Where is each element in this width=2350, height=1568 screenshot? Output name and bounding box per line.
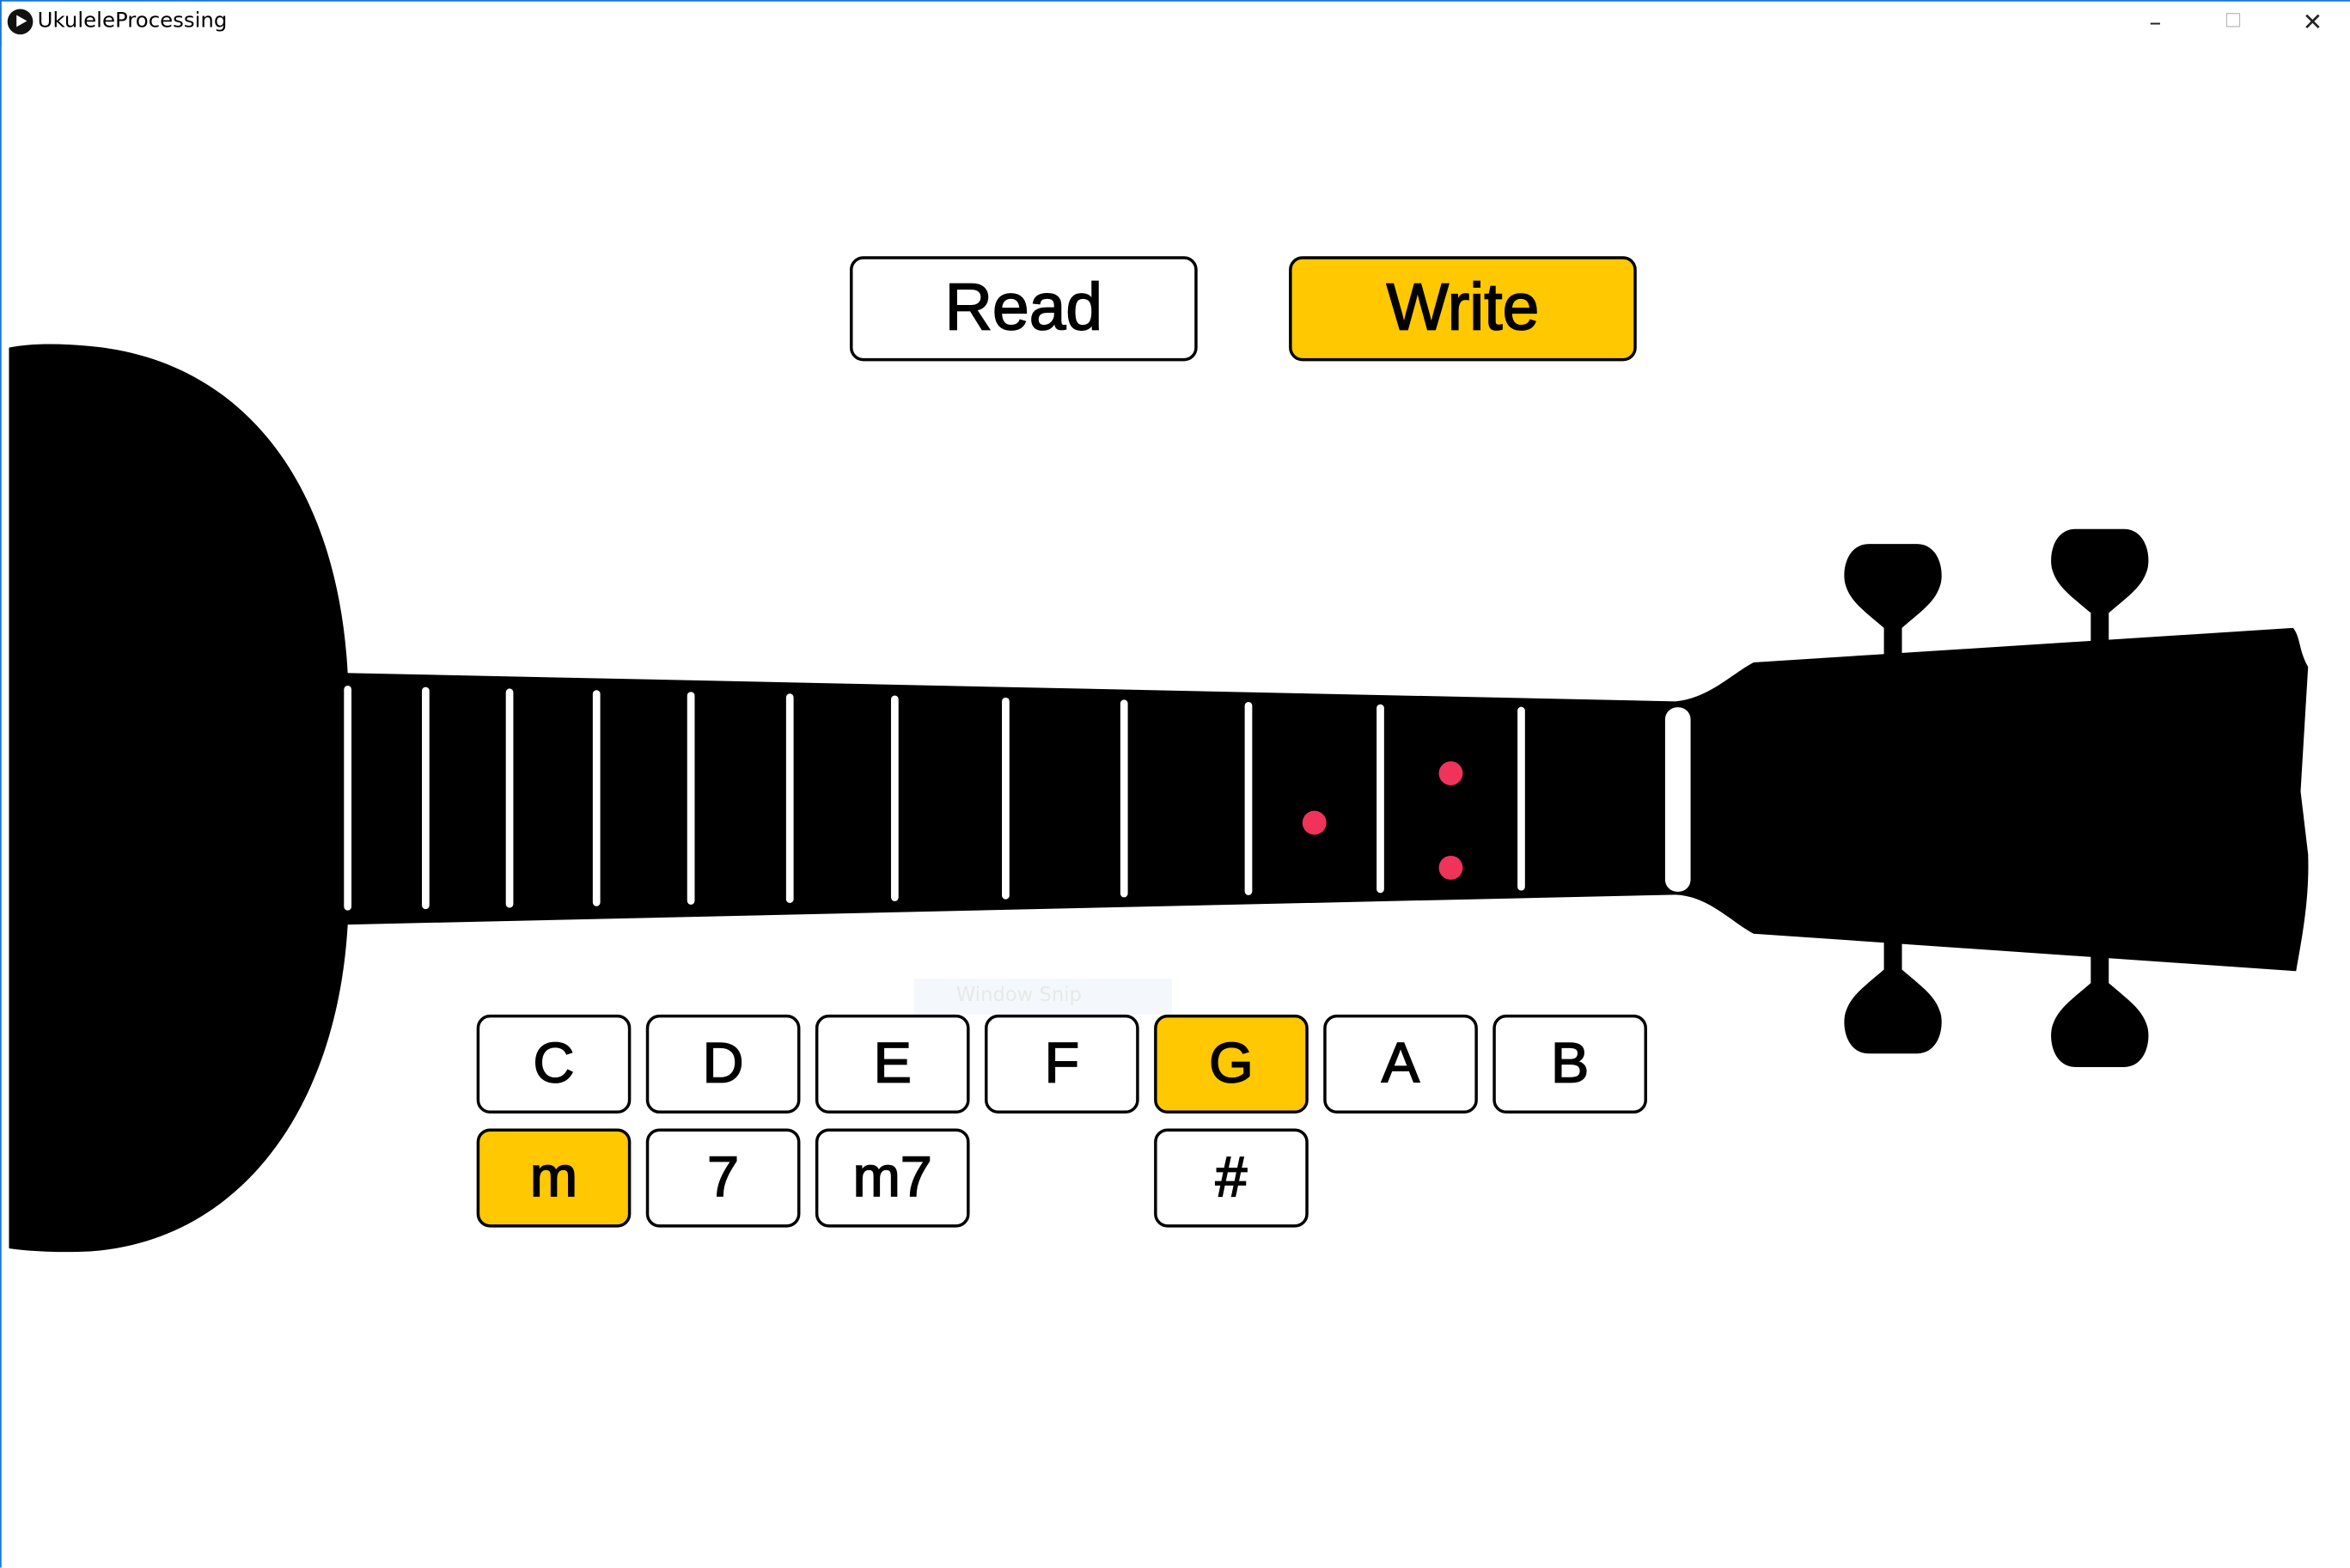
processing-app-icon	[7, 9, 34, 35]
window-title: UkuleleProcessing	[37, 9, 228, 34]
title-bar: UkuleleProcessing – ☐ ✕	[0, 0, 2350, 46]
tuning-peg	[2051, 953, 2149, 1067]
window-snip-overlay: Window Snip	[914, 979, 1173, 1015]
tuning-peg	[2051, 528, 2149, 644]
note-button-a[interactable]: A	[1323, 1014, 1478, 1114]
minimize-button[interactable]: –	[2149, 7, 2162, 36]
close-button[interactable]: ✕	[2302, 7, 2323, 36]
finger-dot[interactable]	[1438, 855, 1463, 880]
write-mode-button[interactable]: Write	[1289, 256, 1637, 362]
note-button-e[interactable]: E	[815, 1014, 970, 1114]
modifier-button-7[interactable]: 7	[645, 1128, 801, 1228]
note-button-c[interactable]: C	[476, 1014, 632, 1114]
read-mode-button[interactable]: Read	[850, 256, 1198, 362]
finger-dot[interactable]	[1438, 761, 1463, 786]
modifier-button-m[interactable]: m	[476, 1128, 632, 1228]
sharp-button[interactable]: #	[1154, 1128, 1309, 1228]
maximize-button[interactable]: ☐	[2224, 10, 2243, 34]
ukulele-body	[9, 344, 348, 1253]
finger-dot[interactable]	[1302, 810, 1327, 835]
note-button-f[interactable]: F	[985, 1014, 1139, 1114]
modifier-button-m7[interactable]: m7	[815, 1128, 970, 1228]
tuning-peg	[1844, 939, 1942, 1054]
note-button-b[interactable]: B	[1492, 1014, 1647, 1114]
window-border	[0, 0, 2, 1568]
ukulele-neck-headstock	[345, 627, 2309, 972]
note-button-d[interactable]: D	[645, 1014, 801, 1114]
nut	[1664, 707, 1691, 892]
note-button-g[interactable]: G	[1154, 1014, 1309, 1114]
tuning-peg	[1844, 544, 1942, 658]
